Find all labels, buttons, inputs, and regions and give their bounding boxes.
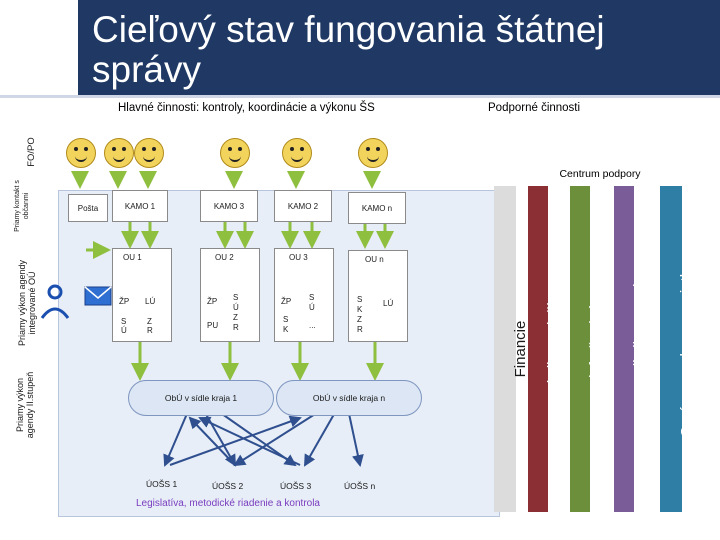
pillar-majetok: Správa a ochrana majetku xyxy=(660,186,695,512)
main-activities-header: Hlavné činnosti: kontroly, koordinácie a… xyxy=(118,102,375,114)
obu-oval: ObÚ v sídle kraja n xyxy=(276,380,422,416)
pillar-label: Personalistika a mzdy xyxy=(631,276,648,422)
kamo-box: KAMO 1 xyxy=(112,190,168,222)
ou-box: OU 1 ŽP LÚ S Ú Z R xyxy=(112,248,172,342)
citizen-face-icon xyxy=(66,138,96,168)
mail-icon xyxy=(84,286,112,306)
ou-box: OU 3 ŽP S Ú S K ... xyxy=(274,248,334,342)
pillar-label: Logistika a služby xyxy=(545,289,562,409)
support-activities-header: Podporné činnosti xyxy=(488,102,581,114)
ou-title: OU n xyxy=(365,255,384,264)
ou-cell: Z R xyxy=(147,317,153,335)
citizen-face-icon xyxy=(358,138,388,168)
citizen-face-icon xyxy=(220,138,250,168)
ou-cell: S K Z R xyxy=(357,295,363,334)
ou-box: OU n S K Z R LÚ xyxy=(348,250,408,342)
title-accent xyxy=(0,0,78,95)
ou-cell: ŽP xyxy=(119,297,130,306)
ou-cell: S Ú xyxy=(309,293,315,312)
ou-cell: S K xyxy=(283,315,289,334)
uoss-label: ÚOŠS 2 xyxy=(212,481,244,491)
pillar-personalistika: Personalistika a mzdy xyxy=(614,186,648,512)
kamo-box: KAMO n xyxy=(348,192,406,224)
pillar-label: Správa a ochrana majetku xyxy=(678,261,695,437)
ou-title: OU 1 xyxy=(123,253,142,262)
citizen-face-icon xyxy=(134,138,164,168)
posta-box: Pošta xyxy=(68,194,108,222)
page-title: Cieľový stav fungovania štátnej správy xyxy=(92,9,605,90)
pillar-it: IT a infraštruktúra xyxy=(570,186,604,512)
title-divider xyxy=(0,95,720,98)
kamo-box: KAMO 2 xyxy=(274,190,332,222)
pillar-logistika: Logistika a služby xyxy=(528,186,562,512)
green-arrows xyxy=(71,171,394,381)
ou-cell: S Ú xyxy=(121,317,127,335)
citizen-face-icon xyxy=(282,138,312,168)
ou-cell: LÚ xyxy=(145,297,156,306)
pillar-label: IT a infraštruktúra xyxy=(587,290,604,408)
kamo-box: KAMO 3 xyxy=(200,190,258,222)
obu-oval: ObÚ v sídle kraja 1 xyxy=(128,380,274,416)
ou-cell: LÚ xyxy=(383,299,394,308)
uoss-label: ÚOŠS 1 xyxy=(146,479,178,489)
uoss-label: ÚOŠS 3 xyxy=(280,481,312,491)
centrum-podpory-label: Centrum podpory xyxy=(559,168,641,180)
ou-title: OU 3 xyxy=(289,253,308,262)
ou-cell: ŽP xyxy=(281,297,292,306)
uoss-label: ÚOŠS n xyxy=(344,481,376,491)
ou-cell: ... xyxy=(309,321,316,330)
ou-box: OU 2 ŽP S Ú Z R PU xyxy=(200,248,260,342)
title-band xyxy=(0,0,720,95)
ou-title: OU 2 xyxy=(215,253,234,262)
pillar-financie: Financie xyxy=(494,186,529,512)
person-outline-icon xyxy=(40,284,70,319)
ou-cell: S Ú Z R xyxy=(233,293,239,332)
footer-note: Legislatíva, metodické riadenie a kontro… xyxy=(136,498,320,509)
ou-cell: ŽP xyxy=(207,297,218,306)
ou-cell: PU xyxy=(207,321,219,330)
citizen-face-icon xyxy=(104,138,134,168)
